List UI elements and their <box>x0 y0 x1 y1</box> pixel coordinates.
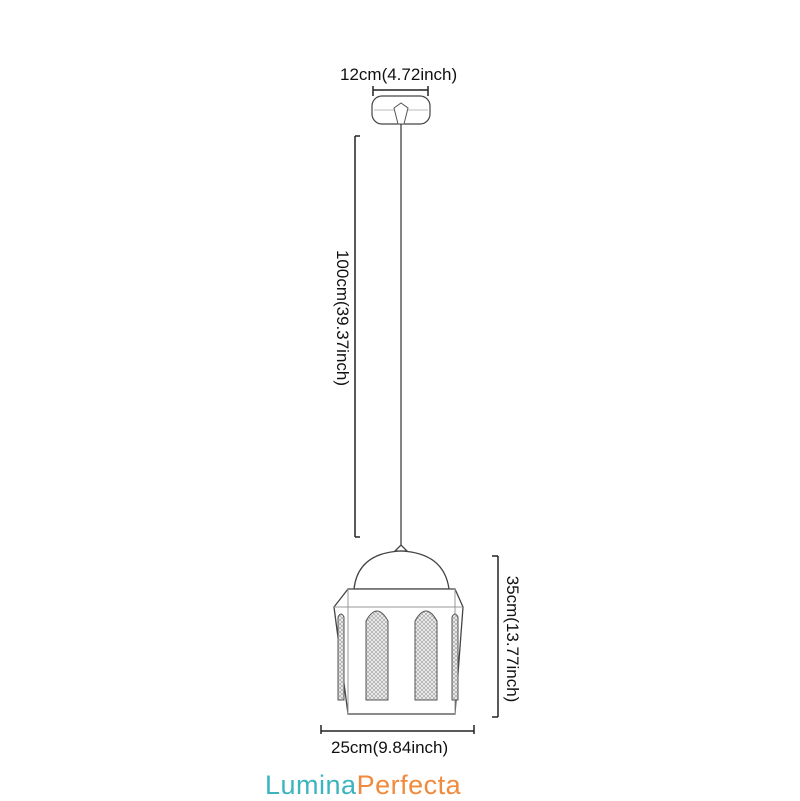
shade-width-label: 25cm(9.84inch) <box>331 738 449 757</box>
canopy-width-label: 12cm(4.72inch) <box>340 65 458 84</box>
shade-mesh-windows <box>337 610 459 701</box>
brand-logo: LuminaPerfecta <box>265 770 461 801</box>
brand-logo-part1: Lumina <box>265 770 357 800</box>
dimension-line-shade-height <box>492 555 499 718</box>
brand-logo-part2: Perfecta <box>356 770 462 800</box>
shade-height-label: 35cm(13.77inch) <box>503 575 522 703</box>
dimension-line-cord <box>354 135 360 538</box>
ceiling-canopy <box>371 95 431 125</box>
lamp-shade <box>333 544 464 715</box>
dimension-line-canopy <box>372 86 429 96</box>
dimension-line-shade-width <box>320 725 475 734</box>
cord-length-label: 100cm(39.37inch) <box>333 249 352 387</box>
